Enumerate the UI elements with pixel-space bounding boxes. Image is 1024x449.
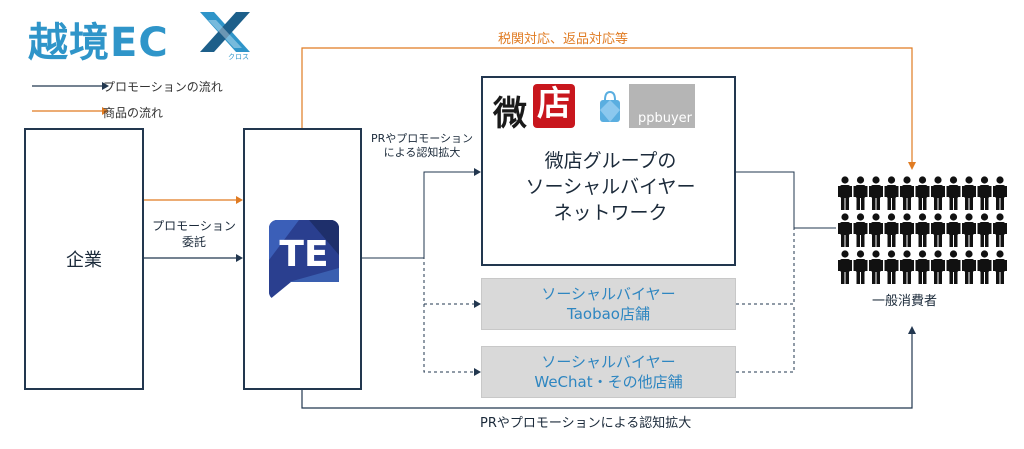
commission-label: プロモーション 委託 <box>144 218 244 250</box>
person-icon <box>946 250 961 284</box>
te-app-icon: TE <box>269 220 339 300</box>
wechat-store-box: ソーシャルバイヤー WeChat・その他店舗 <box>481 346 736 398</box>
weidian-label-line2: ソーシャルバイヤー <box>525 176 696 198</box>
weidian-label-line3: ネットワーク <box>553 202 668 224</box>
person-icon <box>977 250 992 284</box>
person-icon <box>993 250 1007 284</box>
person-icon <box>962 176 976 210</box>
person-icon <box>838 213 852 247</box>
pr-label-top: PRやプロモーション による認知拡大 <box>364 132 480 160</box>
logo-subtitle: クロス <box>228 53 249 61</box>
te-company-box: TE <box>243 128 362 390</box>
person-icon <box>915 213 930 247</box>
taobao-store-box: ソーシャルバイヤー Taobao店舗 <box>481 278 736 330</box>
weidian-label-line1: 微店グループの <box>544 150 677 172</box>
person-icon <box>884 213 899 247</box>
legend-arrows <box>32 82 109 115</box>
person-icon <box>993 213 1007 247</box>
customs-label: 税関対応、返品対応等 <box>498 32 629 47</box>
person-icon <box>977 213 992 247</box>
person-icon <box>931 213 945 247</box>
person-icon <box>853 250 868 284</box>
person-icon <box>977 176 992 210</box>
person-icon <box>946 176 961 210</box>
person-icon <box>931 250 945 284</box>
person-icon <box>915 250 930 284</box>
svg-text:TE: TE <box>279 234 328 275</box>
person-icon <box>962 213 976 247</box>
person-icon <box>915 176 930 210</box>
weidian-network-box: 微 店 ppbuyer 微店グループの ソーシャルバイヤー ネットワーク <box>481 76 736 266</box>
person-icon <box>838 250 852 284</box>
person-icon <box>900 250 914 284</box>
consumers-label: 一般消費者 <box>872 294 938 309</box>
legend-product-label: 商品の流れ <box>103 106 164 120</box>
person-icon <box>869 176 883 210</box>
shopping-bag-icon <box>598 90 622 128</box>
person-icon <box>853 213 868 247</box>
person-icon <box>962 250 976 284</box>
logo-text: 越境EC <box>28 20 169 66</box>
taobao-label-line2: Taobao店舗 <box>567 305 650 323</box>
weidian-logo-char: 微 <box>493 94 527 134</box>
enterprise-label: 企業 <box>66 250 102 271</box>
logo-x-icon <box>196 8 254 60</box>
person-icon <box>884 250 899 284</box>
ppbuyer-logo: ppbuyer <box>629 84 695 128</box>
commission-label-line2: 委託 <box>181 235 206 249</box>
legend-promotion-label: プロモーションの流れ <box>103 80 223 94</box>
weidian-logo-icon: 店 <box>533 84 575 128</box>
person-icon <box>869 213 883 247</box>
pr-label-bottom: PRやプロモーションによる認知拡大 <box>480 416 692 431</box>
person-icon <box>853 176 868 210</box>
person-icon <box>884 176 899 210</box>
enterprise-box: 企業 <box>24 128 144 390</box>
person-icon <box>946 213 961 247</box>
commission-label-line1: プロモーション <box>152 219 236 233</box>
weidian-network-label: 微店グループの ソーシャルバイヤー ネットワーク <box>483 148 738 226</box>
person-icon <box>838 176 852 210</box>
taobao-label-line1: ソーシャルバイヤー <box>541 285 676 303</box>
pr-label-top-line1: PRやプロモーション <box>370 132 474 145</box>
person-icon <box>900 213 914 247</box>
person-icon <box>869 250 883 284</box>
crowd-icon <box>838 176 1007 284</box>
pr-label-top-line2: による認知拡大 <box>383 146 461 159</box>
wechat-label-line1: ソーシャルバイヤー <box>541 353 676 371</box>
person-icon <box>931 176 945 210</box>
wechat-label-line2: WeChat・その他店舗 <box>534 373 683 391</box>
person-icon <box>900 176 914 210</box>
person-icon <box>993 176 1007 210</box>
